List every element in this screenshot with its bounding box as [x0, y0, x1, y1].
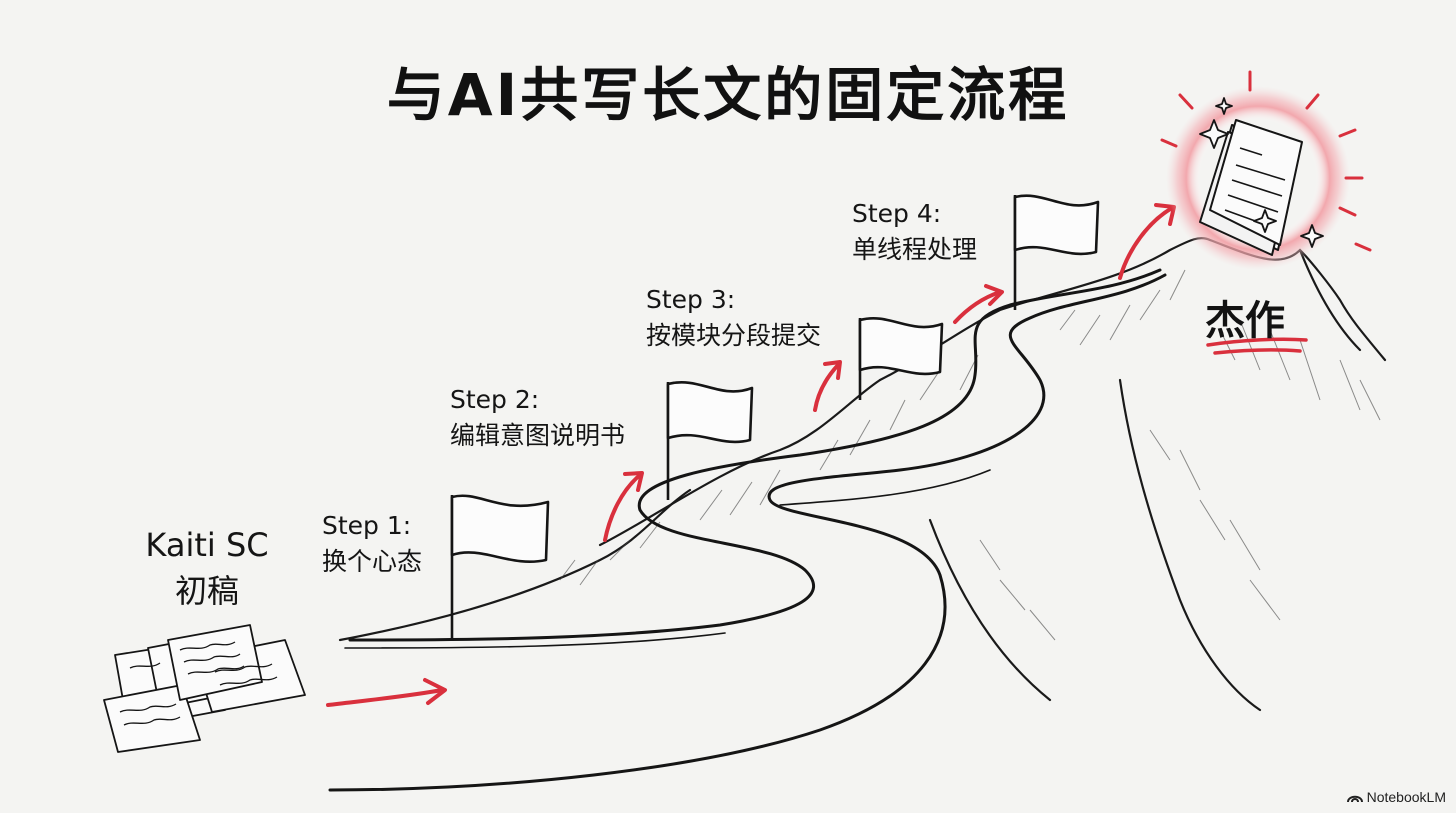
notebooklm-logo-icon	[1346, 795, 1363, 803]
step-2-desc: 编辑意图说明书	[450, 421, 626, 450]
step-3-title: Step 3:	[646, 285, 736, 314]
step-4-title: Step 4:	[852, 199, 942, 228]
start-label: Kaiti SC 初稿	[132, 522, 282, 614]
step-3-label: Step 3: 按模块分段提交	[646, 282, 821, 354]
arrow-icon	[326, 203, 1176, 707]
flag-icon-step1	[450, 494, 550, 638]
flag-icon-step3	[858, 317, 944, 400]
step-1-label: Step 1: 换个心态	[322, 508, 422, 580]
page-title: 与AI共写长文的固定流程	[386, 61, 1070, 129]
masterpiece-document-icon	[1199, 119, 1303, 256]
sparkle-icon	[1199, 97, 1324, 248]
step-4-label: Step 4: 单线程处理	[852, 196, 977, 268]
step-2-label: Step 2: 编辑意图说明书	[450, 382, 625, 454]
watermark-text: NotebookLM	[1366, 789, 1446, 805]
step-1-title: Step 1:	[322, 511, 412, 540]
step-3-desc: 按模块分段提交	[646, 321, 822, 350]
finish-label: 杰作	[1205, 298, 1285, 344]
start-label-line1: Kaiti SC	[145, 526, 269, 564]
flag-icon-step4	[1013, 194, 1100, 310]
watermark: NotebookLM	[1346, 789, 1446, 805]
step-4-desc: 单线程处理	[852, 235, 978, 264]
step-1-desc: 换个心态	[322, 547, 423, 576]
draft-papers-icon	[103, 624, 306, 753]
step-2-title: Step 2:	[450, 385, 540, 414]
finish-underline	[1206, 337, 1308, 355]
start-label-line2: 初稿	[174, 572, 239, 610]
flag-icon-step2	[666, 381, 754, 500]
glow-rays	[1160, 70, 1372, 252]
winding-road	[328, 268, 1167, 792]
